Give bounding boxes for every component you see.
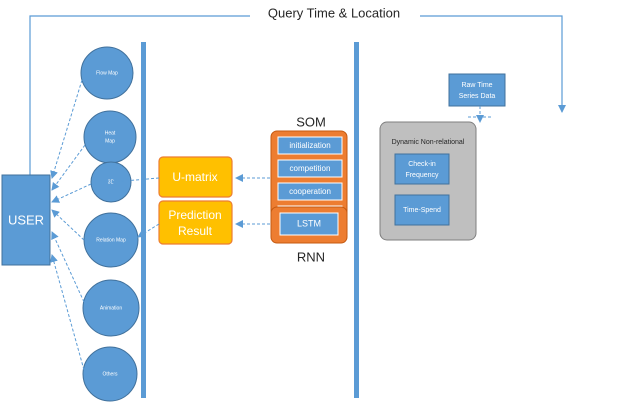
u-matrix-box — [158, 156, 233, 198]
prediction-box — [158, 200, 233, 245]
separator-left — [141, 42, 146, 398]
raw-data-label: Series Data — [459, 93, 496, 100]
lstm-cell — [279, 212, 339, 236]
som-title: SOM — [296, 114, 326, 129]
raw-data-label: Raw Time — [461, 82, 492, 89]
view-label: Relation Map — [96, 237, 126, 243]
view-label: Flow Map — [96, 70, 118, 76]
som-step-label: initialization — [289, 141, 330, 150]
som-step — [277, 182, 343, 201]
dynamic-item-label: Check-in — [408, 161, 436, 168]
dynamic-item — [394, 153, 450, 185]
user-box — [1, 174, 51, 266]
view-label: Map — [105, 138, 115, 144]
som-step-label: cooperation — [289, 187, 331, 196]
som-step — [277, 159, 343, 178]
view-to-user-arrows — [50, 79, 92, 371]
view-label: Heat — [105, 130, 116, 136]
lstm-label: LSTM — [297, 218, 321, 228]
view-heat-map — [83, 110, 137, 164]
dynamic-item — [394, 194, 450, 226]
separator-right — [354, 42, 359, 398]
query-label: Query Time & Location — [268, 5, 400, 20]
dynamic-title: Dynamic Non-relational — [392, 139, 465, 146]
prediction-arrow — [137, 223, 160, 238]
user-label: USER — [8, 212, 44, 227]
u-matrix-arrow — [111, 177, 160, 186]
rnn-title: RNN — [297, 249, 325, 264]
raw-data-box — [448, 73, 506, 107]
view-circles: Flow Map Heat Map 3D Relation Map Animat… — [80, 46, 140, 402]
prediction-label: Prediction — [168, 208, 221, 222]
dynamic-item-label: Frequency — [405, 172, 439, 179]
u-matrix-label: U-matrix — [172, 170, 217, 184]
som-step — [277, 136, 343, 155]
view-others — [82, 346, 138, 402]
prediction-label: Result — [178, 224, 213, 238]
view-flow-map — [80, 46, 134, 100]
som-step-label: competition — [290, 164, 331, 173]
view-3d — [90, 161, 132, 203]
dynamic-item-label: Time-Spend — [403, 207, 441, 214]
view-animation — [82, 279, 140, 337]
query-connector: Query Time & Location — [29, 3, 566, 175]
view-label: Animation — [100, 305, 122, 311]
view-label: Others — [102, 371, 118, 377]
